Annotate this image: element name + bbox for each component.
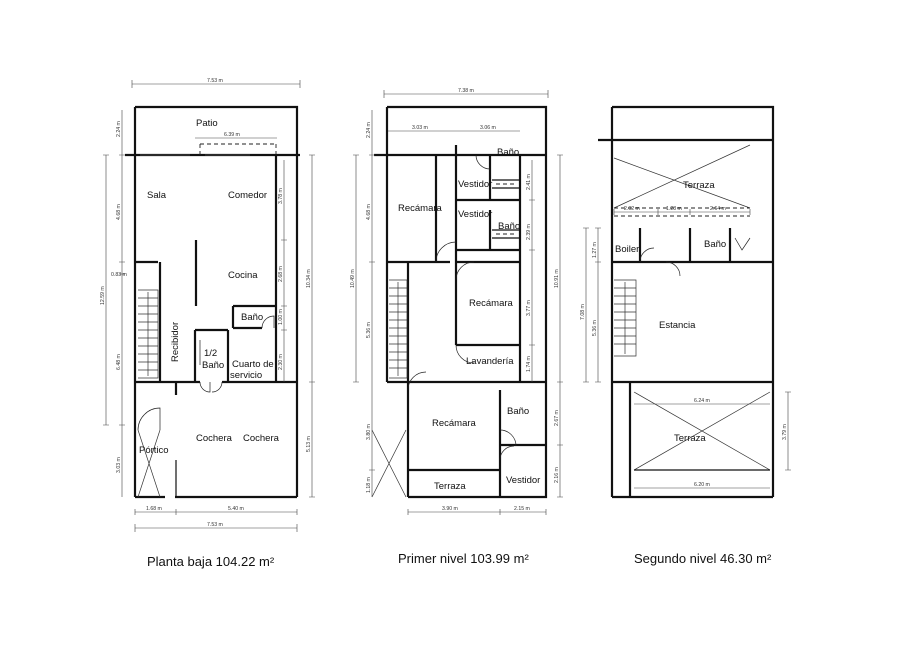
dim-text: 1.74 m	[526, 356, 532, 372]
room-label: Sala	[147, 190, 167, 201]
dim-text: 4.68 m	[116, 204, 122, 220]
room-label: Baño	[202, 360, 224, 371]
room-label: Terraza	[674, 433, 706, 444]
dim-text: 2.39 m	[526, 224, 532, 240]
room-label: Cuarto de	[232, 359, 274, 370]
stair-planta-baja	[138, 289, 159, 379]
dim-text: 7.08 m	[580, 304, 586, 320]
dim-text: 2.24 m	[116, 121, 122, 137]
dim-text: 2.41 m	[526, 174, 532, 190]
dim-text: 1.27 m	[592, 242, 598, 258]
outer-walls	[133, 105, 299, 499]
room-label: Recámara	[398, 203, 443, 214]
dim-text: 4.68 m	[366, 204, 372, 220]
room-label: Cocina	[228, 270, 258, 281]
dim-text: 10.91 m	[554, 269, 560, 288]
room-label: Vestidor	[458, 179, 492, 190]
room-label: Estancia	[659, 320, 696, 331]
room-label: Recámara	[469, 298, 514, 309]
caption-primer-nivel: Primer nivel 103.99 m²	[398, 551, 529, 566]
room-label: Recámara	[432, 418, 477, 429]
dim-text: 1.28 m	[666, 206, 682, 212]
room-label: Patio	[196, 118, 218, 129]
room-label: Boiler	[615, 244, 639, 255]
room-label: Terraza	[434, 481, 466, 492]
caption-segundo-nivel: Segundo nivel 46.30 m²	[634, 551, 772, 566]
dim-text: 1.18 m	[366, 477, 372, 493]
dim-text: 2.30 m	[278, 354, 284, 370]
dim-text: 2.64 m	[710, 206, 726, 212]
dim-text: 2.67 m	[554, 410, 560, 426]
dim-text: 3.77 m	[526, 300, 532, 316]
dim-text: 12.59 m	[100, 286, 106, 305]
room-label: 1/2	[204, 348, 217, 359]
room-label: Terraza	[683, 180, 715, 191]
dim-text: 6.20 m	[694, 482, 710, 488]
room-label: Comedor	[228, 190, 267, 201]
room-label: servicio	[230, 370, 262, 381]
room-label: Baño	[497, 147, 519, 158]
room-label: Baño	[704, 239, 726, 250]
dim-text: 3.06 m	[480, 125, 496, 131]
room-label: Vestidor	[458, 209, 492, 220]
dim-text: 2.68 m	[278, 266, 284, 282]
room-label: Baño	[241, 312, 263, 323]
dim-text: 7.38 m	[458, 88, 474, 94]
room-label: Vestidor	[506, 475, 540, 486]
stair-primer-nivel	[389, 279, 408, 379]
room-label: Recibidor	[170, 322, 181, 362]
dim-text: 5.36 m	[592, 320, 598, 336]
dim-text: 2.02 m	[624, 206, 640, 212]
dim-text: 3.79 m	[782, 424, 788, 440]
dim-text: 3.03 m	[412, 125, 428, 131]
dim-text: 5.13 m	[306, 436, 312, 452]
dim-text: 0.83 m	[111, 272, 127, 278]
dim-text: 3.80 m	[366, 424, 372, 440]
dim-text: 6.39 m	[224, 132, 240, 138]
room-label: Baño	[498, 221, 520, 232]
room-label: Baño	[507, 406, 529, 417]
dim-text: 3.78 m	[278, 188, 284, 204]
dim-text: 6.24 m	[694, 398, 710, 404]
plan-primer-nivel: 7.38 m 3.03 m 3.06 m 2.24 m 4.68 m 2.41 …	[350, 88, 563, 566]
caption-planta-baja: Planta baja 104.22 m²	[147, 554, 275, 569]
dim-text: 10.34 m	[306, 269, 312, 288]
dim-text: 6.48 m	[116, 354, 122, 370]
dim-text: 7.53 m	[207, 522, 223, 528]
room-label: Lavandería	[466, 356, 514, 367]
dim-text: 3.90 m	[442, 506, 458, 512]
dim-text: 1.68 m	[146, 506, 162, 512]
room-label: Cochera	[243, 433, 280, 444]
dim-text: 1.00 m	[278, 309, 284, 325]
plan-segundo-nivel: 2.02 m 1.28 m 2.64 m 1.27 m 5.36 m 7.08 …	[580, 105, 791, 566]
dim-text: 5.40 m	[228, 506, 244, 512]
stair-segundo-nivel	[614, 279, 637, 357]
dim-text: 3.03 m	[116, 457, 122, 473]
dim-text: 7.53 m	[207, 78, 223, 84]
dim-text: 5.36 m	[366, 322, 372, 338]
dim-text: 2.16 m	[554, 467, 560, 483]
dim-text: 2.15 m	[514, 506, 530, 512]
plan-planta-baja: 7.53 m 6.39 m 2.24 m 4.68 m 0.83 m 12.59…	[100, 78, 315, 569]
room-label: Cochera	[196, 433, 233, 444]
room-label: Pórtico	[139, 445, 169, 456]
dim-text: 2.24 m	[366, 122, 372, 138]
dim-text: 10.49 m	[350, 269, 356, 288]
